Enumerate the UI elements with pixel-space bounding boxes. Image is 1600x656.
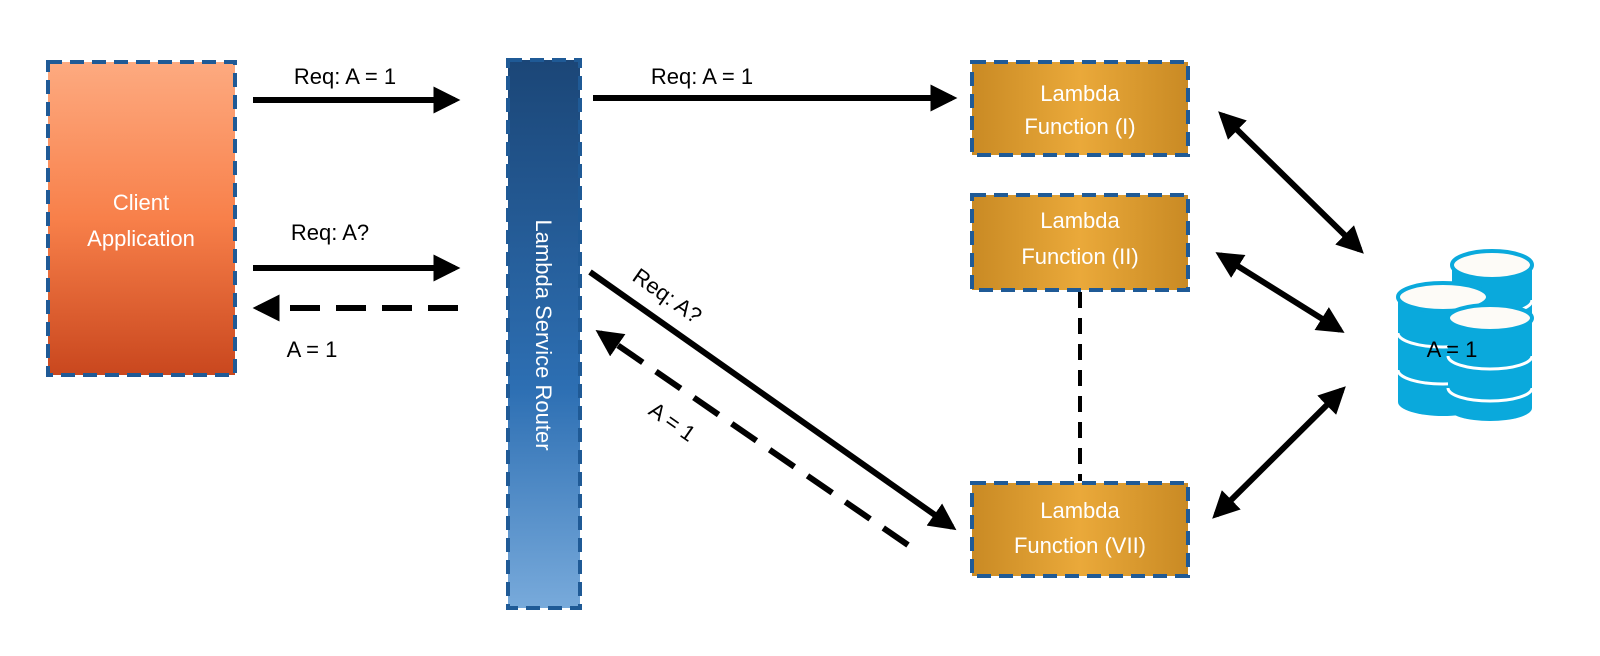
lambda7-label-line2: Function (VII) <box>1014 533 1146 558</box>
router-label: Lambda Service Router <box>531 219 556 450</box>
lambda-function-2-node: Lambda Function (II) <box>970 193 1190 292</box>
edge-router-to-client-response: A = 1 <box>252 294 458 362</box>
lambda1-box <box>970 60 1190 157</box>
edge-label: Req: A? <box>291 220 369 245</box>
edge-client-to-router-set: Req: A = 1 <box>253 64 461 114</box>
edge-label: Req: A = 1 <box>651 64 753 89</box>
database-icon: A = 1 <box>1396 249 1534 421</box>
lambda2-db-arrow <box>1215 252 1345 333</box>
lambda7-db-arrow <box>1212 386 1346 519</box>
database-label: A = 1 <box>1427 337 1478 362</box>
edge-label: A = 1 <box>644 397 700 447</box>
edge-label: Req: A? <box>628 263 706 328</box>
edge-router-to-lambda7: Req: A? <box>588 263 957 531</box>
lambda2-label-line2: Function (II) <box>1021 244 1138 269</box>
client-application-node: Client Application <box>46 60 237 377</box>
lambda1-label-line2: Function (I) <box>1024 114 1135 139</box>
edge-client-to-router-get: Req: A? <box>253 220 461 282</box>
edge-router-to-lambda1: Req: A = 1 <box>593 64 958 112</box>
edge-lambda7-to-router-response: A = 1 <box>595 329 910 548</box>
lambda2-label-line1: Lambda <box>1040 208 1120 233</box>
router-box <box>506 58 582 610</box>
client-label-line1: Client <box>113 190 169 215</box>
lambda-function-1-node: Lambda Function (I) <box>970 60 1190 157</box>
lambda-service-router-node: Lambda Service Router <box>506 58 582 610</box>
cylinder-front <box>1446 303 1534 421</box>
edge-label: Req: A = 1 <box>294 64 396 89</box>
dashed-arrow <box>595 329 910 548</box>
client-label-line2: Application <box>87 226 195 251</box>
edge-label: A = 1 <box>287 337 338 362</box>
lambda1-label-line1: Lambda <box>1040 81 1120 106</box>
lambda1-db-arrow <box>1218 111 1364 254</box>
client-box <box>46 60 237 377</box>
lambda-function-7-node: Lambda Function (VII) <box>970 481 1190 578</box>
arrow <box>588 269 957 531</box>
lambda7-label-line1: Lambda <box>1040 498 1120 523</box>
lambda7-box <box>970 481 1190 578</box>
lambda2-box <box>970 193 1190 292</box>
